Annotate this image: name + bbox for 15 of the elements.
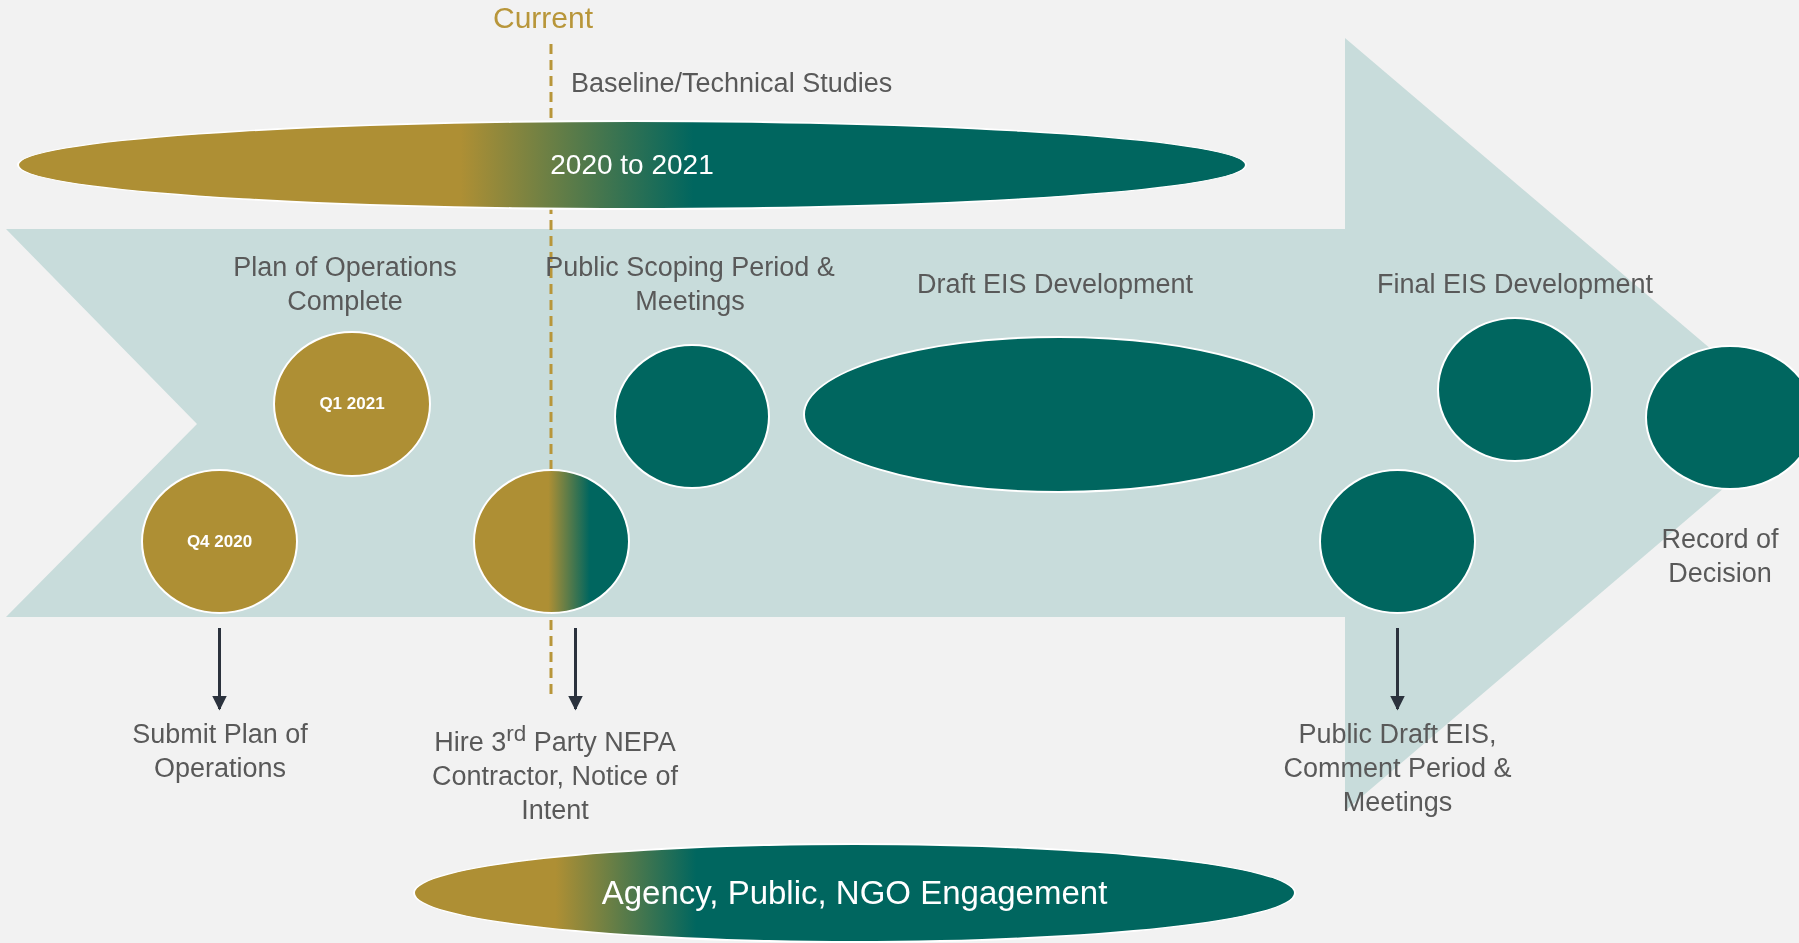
phase-ellipse: Agency, Public, NGO Engagement — [413, 843, 1296, 943]
step-label: Hire 3$^{rd}$ Party NEPA Contractor, Notice of Intent — [430, 720, 680, 827]
milestone-label: Final EIS Development — [1375, 268, 1655, 301]
arrow — [1390, 628, 1405, 711]
milestone-label: Record of Decision — [1660, 523, 1780, 590]
arrow — [568, 628, 583, 711]
milestone-label: Public Scoping Period & Meetings — [544, 251, 836, 318]
step-label: Public Draft EIS, Comment Period & Meetings — [1282, 718, 1513, 819]
milestone-label: Baseline/Technical Studies — [571, 67, 894, 100]
arrow — [212, 628, 227, 711]
step-label: Submit Plan of Operations — [131, 718, 309, 785]
phase-ellipse: 2020 to 2021 — [17, 120, 1247, 210]
milestone-label: Draft EIS Development — [915, 268, 1195, 301]
marker-label: Current — [493, 0, 594, 36]
milestone-label: Plan of Operations Complete — [232, 251, 458, 318]
